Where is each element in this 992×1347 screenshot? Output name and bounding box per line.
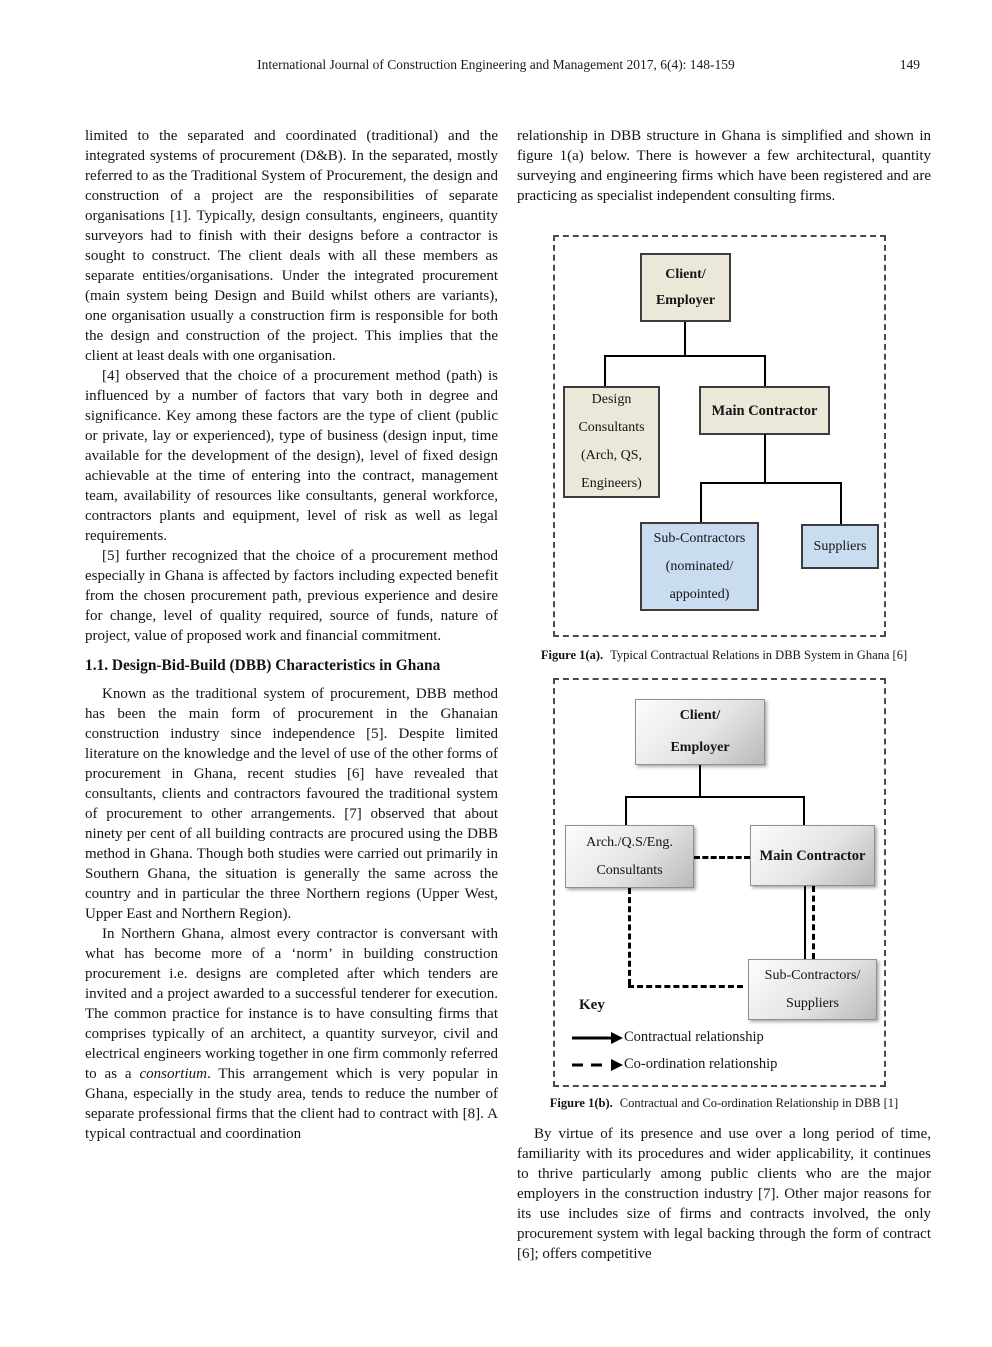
client-employer-box: Client/ Employer [635,699,765,765]
sub-contractors-box: Sub-Contractors (nominated/ appointed) [640,522,759,611]
client-employer-box: Client/ Employer [640,253,731,322]
left-column: limited to the separated and coordinated… [85,126,498,1144]
box-label: (Arch, QS, [580,448,643,463]
caption-label: Figure 1(b). [549,1096,613,1110]
box-label: Design [591,392,632,407]
dashed-arrow-icon [572,1058,623,1071]
box-label: Arch./Q.S/Eng. [586,834,673,850]
box-label: Suppliers [786,995,839,1011]
coordination-line [694,856,750,859]
connector-line [764,434,766,484]
caption-text: Typical Contractual Relations in DBB Sys… [610,648,908,662]
caption-label: Figure 1(a). [540,648,604,662]
connector-line [700,482,702,523]
right-column-top: relationship in DBB structure in Ghana i… [517,126,931,206]
connector-line [803,796,805,827]
coordination-line [628,985,743,988]
paragraph-text: In Northern Ghana, almost every contract… [85,926,498,1082]
main-contractor-box: Main Contractor [699,386,830,435]
box-label: (nominated/ [665,558,734,574]
paragraph: [4] observed that the choice of a procur… [85,368,498,544]
sub-contractors-suppliers-box: Sub-Contractors/ Suppliers [748,959,877,1020]
key-row-contractual: Contractual relationship [572,1029,764,1046]
paragraph: [5] further recognized that the choice o… [85,548,498,644]
key-title: Key [579,997,605,1013]
journal-header: International Journal of Construction En… [257,57,735,72]
connector-line [625,796,805,798]
box-label: Sub-Contractors/ [764,967,861,983]
figure-1a-caption: Figure 1(a). Typical Contractual Relation… [517,648,931,663]
connector-line [699,765,701,798]
figure-1b-diagram: Client/ Employer Arch./Q.S/Eng. Consulta… [553,678,886,1087]
suppliers-box: Suppliers [801,524,879,569]
box-label: Employer [655,292,716,308]
connector-line [604,355,606,387]
caption-text: Contractual and Co-ordination Relationsh… [619,1096,899,1110]
section-heading: 1.1. Design-Bid-Build (DBB) Characterist… [85,657,441,674]
box-label: Client/ [679,708,721,723]
figure-1b-caption: Figure 1(b). Contractual and Co-ordinatio… [517,1096,931,1111]
consultants-box: Arch./Q.S/Eng. Consultants [565,825,694,888]
key-row-coordination: Co-ordination relationship [572,1056,777,1073]
paragraph-text: . This arrangement which is very popular… [85,1066,498,1142]
key-label: Co-ordination relationship [624,1056,778,1072]
box-label: Employer [670,740,730,755]
key-label: Contractual relationship [624,1029,764,1045]
connector-line [700,482,842,484]
paragraph: Known as the traditional system of procu… [85,686,498,922]
contractual-line [804,886,806,959]
box-label: Client/ [665,266,706,282]
connector-line [840,482,842,525]
connector-line [764,355,766,387]
coordination-line [628,888,631,985]
figure-1a-diagram: Client/ Employer Design Consultants (Arc… [553,235,886,637]
connector-line [604,355,766,357]
right-column-bottom: By virtue of its presence and use over a… [517,1124,931,1264]
paragraph: limited to the separated and coordinated… [85,128,498,364]
main-contractor-box: Main Contractor [750,825,875,886]
coordination-line [812,886,815,959]
solid-arrow-icon [572,1031,623,1044]
box-label: Consultants [578,420,645,435]
connector-line [625,796,627,827]
paragraph: By virtue of its presence and use over a… [517,1126,931,1262]
paragraph: relationship in DBB structure in Ghana i… [517,128,931,204]
italic-term: consortium [139,1066,207,1082]
box-label: Engineers) [581,476,642,491]
box-label: Consultants [596,862,663,878]
page-number: 149 [899,57,920,72]
design-consultants-box: Design Consultants (Arch, QS, Engineers) [563,386,660,498]
paragraph: In Northern Ghana, almost every contract… [85,924,498,1144]
box-label: appointed) [669,586,730,602]
box-label: Sub-Contractors [653,530,746,546]
connector-line [684,322,686,357]
